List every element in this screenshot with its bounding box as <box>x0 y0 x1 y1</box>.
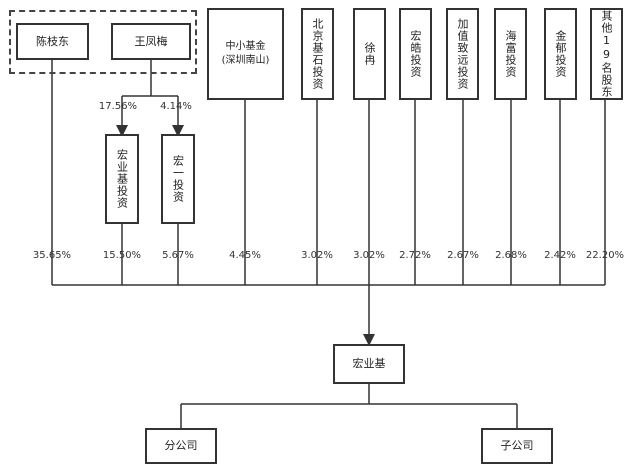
shareholder-jiazhi-zhiyuan: 加值致远投资 <box>446 8 479 100</box>
shareholder-chen-zhidong: 陈枝东 <box>16 23 89 60</box>
branch-company: 分公司 <box>145 428 217 464</box>
pct-zhongxiaoji: 4.45% <box>229 250 261 261</box>
pct-hongyeji-invest: 15.50% <box>102 250 142 261</box>
pct-others: 22.20% <box>585 250 625 261</box>
shareholder-others-label: 其他19名股东 <box>600 10 613 98</box>
shareholder-hongyeji-invest: 宏业基投资 <box>105 134 139 224</box>
pct-beijing-jishi: 3.02% <box>301 250 333 261</box>
shareholder-jinyu-invest-label: 金郁投资 <box>554 30 567 78</box>
founder-group-border <box>9 10 197 74</box>
pct-wang-to-hongyi: 4.14% <box>160 101 192 112</box>
company-hongyeji-label: 宏业基 <box>352 357 386 370</box>
company-hongyeji: 宏业基 <box>333 344 405 384</box>
pct-jinyu-invest: 2.42% <box>544 250 576 261</box>
pct-xu-ran: 3.02% <box>353 250 385 261</box>
shareholder-hongkai-invest-label: 宏皓投资 <box>409 30 422 78</box>
pct-wang-to-hongyeji: 17.56% <box>98 101 138 112</box>
subsidiary-company-label: 子公司 <box>500 439 534 452</box>
shareholder-zhongxiaoji-label: 中小基金 (深圳南山) <box>221 41 270 66</box>
shareholder-beijing-jishi: 北京基石投资 <box>301 8 334 100</box>
branch-company-label: 分公司 <box>164 439 198 452</box>
shareholder-chen-zhidong-label: 陈枝东 <box>36 34 69 48</box>
shareholder-xu-ran: 徐冉 <box>353 8 386 100</box>
shareholder-hongyeji-invest-label: 宏业基投资 <box>115 149 129 209</box>
shareholder-beijing-jishi-label: 北京基石投资 <box>311 18 324 90</box>
pct-haifu-invest: 2.68% <box>495 250 527 261</box>
shareholder-haifu-invest-label: 海富投资 <box>504 30 517 78</box>
shareholder-jinyu-invest: 金郁投资 <box>544 8 577 100</box>
pct-jiazhi-zhiyuan: 2.67% <box>447 250 479 261</box>
shareholder-xu-ran-label: 徐冉 <box>363 42 376 66</box>
shareholder-others: 其他19名股东 <box>590 8 623 100</box>
subsidiary-company: 子公司 <box>481 428 553 464</box>
shareholder-jiazhi-zhiyuan-label: 加值致远投资 <box>456 18 469 90</box>
shareholder-hongyi-invest: 宏一投资 <box>161 134 195 224</box>
shareholder-hongyi-invest-label: 宏一投资 <box>171 155 185 203</box>
shareholder-wang-fengmei: 王凤梅 <box>111 23 191 60</box>
pct-hongyi-invest: 5.67% <box>162 250 194 261</box>
shareholder-wang-fengmei-label: 王凤梅 <box>134 34 168 48</box>
pct-chen: 35.65% <box>32 250 72 261</box>
pct-hongkai-invest: 2.72% <box>399 250 431 261</box>
shareholder-haifu-invest: 海富投资 <box>494 8 527 100</box>
shareholder-hongkai-invest: 宏皓投资 <box>399 8 432 100</box>
shareholder-zhongxiaoji: 中小基金 (深圳南山) <box>207 8 284 100</box>
